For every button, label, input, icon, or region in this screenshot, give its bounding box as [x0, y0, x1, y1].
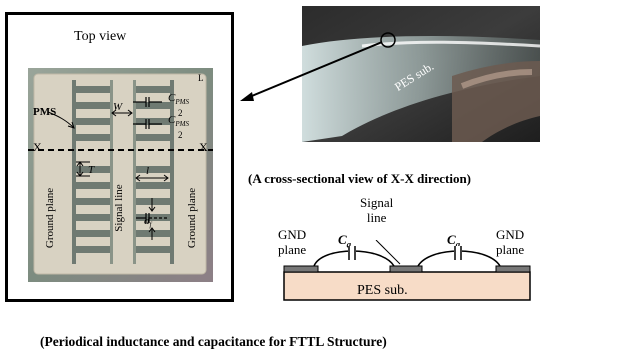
top-view-title: Top view: [74, 29, 127, 44]
df-symbol: d: [144, 215, 150, 227]
gnd-plane-left-label: GND plane: [278, 227, 306, 257]
gnd-left-line1: GND: [278, 227, 307, 242]
capacitor-left: [348, 246, 356, 260]
df-label: df: [144, 215, 151, 229]
ca-left-subscript: a: [346, 239, 352, 250]
c-pms-top-symbol: C: [168, 92, 176, 104]
df-subscript: f: [149, 221, 152, 230]
x-left-label: X: [33, 140, 42, 154]
c-pms-bottom-label: CPMS: [168, 114, 189, 128]
capacitor-right: [454, 246, 462, 260]
cross-signal-line-label: Signal line: [360, 195, 393, 225]
signal-metal: [389, 265, 423, 273]
cross-section-diagram: [283, 240, 531, 301]
cross-substrate-label: PES sub.: [357, 283, 408, 298]
pms-label: PMS: [33, 106, 57, 118]
gnd-plane-right-label: GND plane: [496, 227, 524, 257]
l-label: l: [146, 165, 150, 177]
top-view-micrograph: [28, 68, 213, 282]
cross-signal-line-label-line2: line: [366, 210, 387, 225]
gnd-left-line2: plane: [278, 242, 307, 257]
c-pms-top-denominator: 2: [178, 108, 183, 118]
gnd-right-line2: plane: [496, 242, 525, 257]
corner-mark: L: [198, 73, 204, 83]
c-pms-top-label: CPMS: [168, 92, 189, 106]
ca-left-label: Ca: [338, 232, 351, 250]
cross-signal-line-label-line1: Signal: [360, 195, 394, 210]
c-pms-bottom-symbol: C: [168, 114, 176, 126]
c-pms-bottom-subscript: PMS: [175, 120, 189, 129]
c-pms-bottom-denominator: 2: [178, 130, 183, 140]
w-label: W: [113, 101, 123, 113]
gnd-metal-left: [283, 265, 319, 273]
cross-section-title: (A cross-sectional view of X-X direction…: [248, 171, 472, 186]
t-label: T: [88, 164, 95, 176]
signal-pointer-line: [375, 240, 401, 265]
ca-right-label: Ca: [447, 232, 460, 250]
gnd-metal-right: [495, 265, 531, 273]
ca-right-subscript: a: [455, 239, 461, 250]
flexible-sample-photo: [302, 6, 540, 142]
figure-caption: (Periodical inductance and capacitance f…: [40, 334, 387, 349]
ca-left-symbol: C: [338, 232, 347, 247]
gnd-right-line1: GND: [496, 227, 525, 242]
x-right-label: X: [199, 140, 208, 154]
c-pms-top-subscript: PMS: [175, 98, 189, 107]
ca-right-symbol: C: [447, 232, 456, 247]
